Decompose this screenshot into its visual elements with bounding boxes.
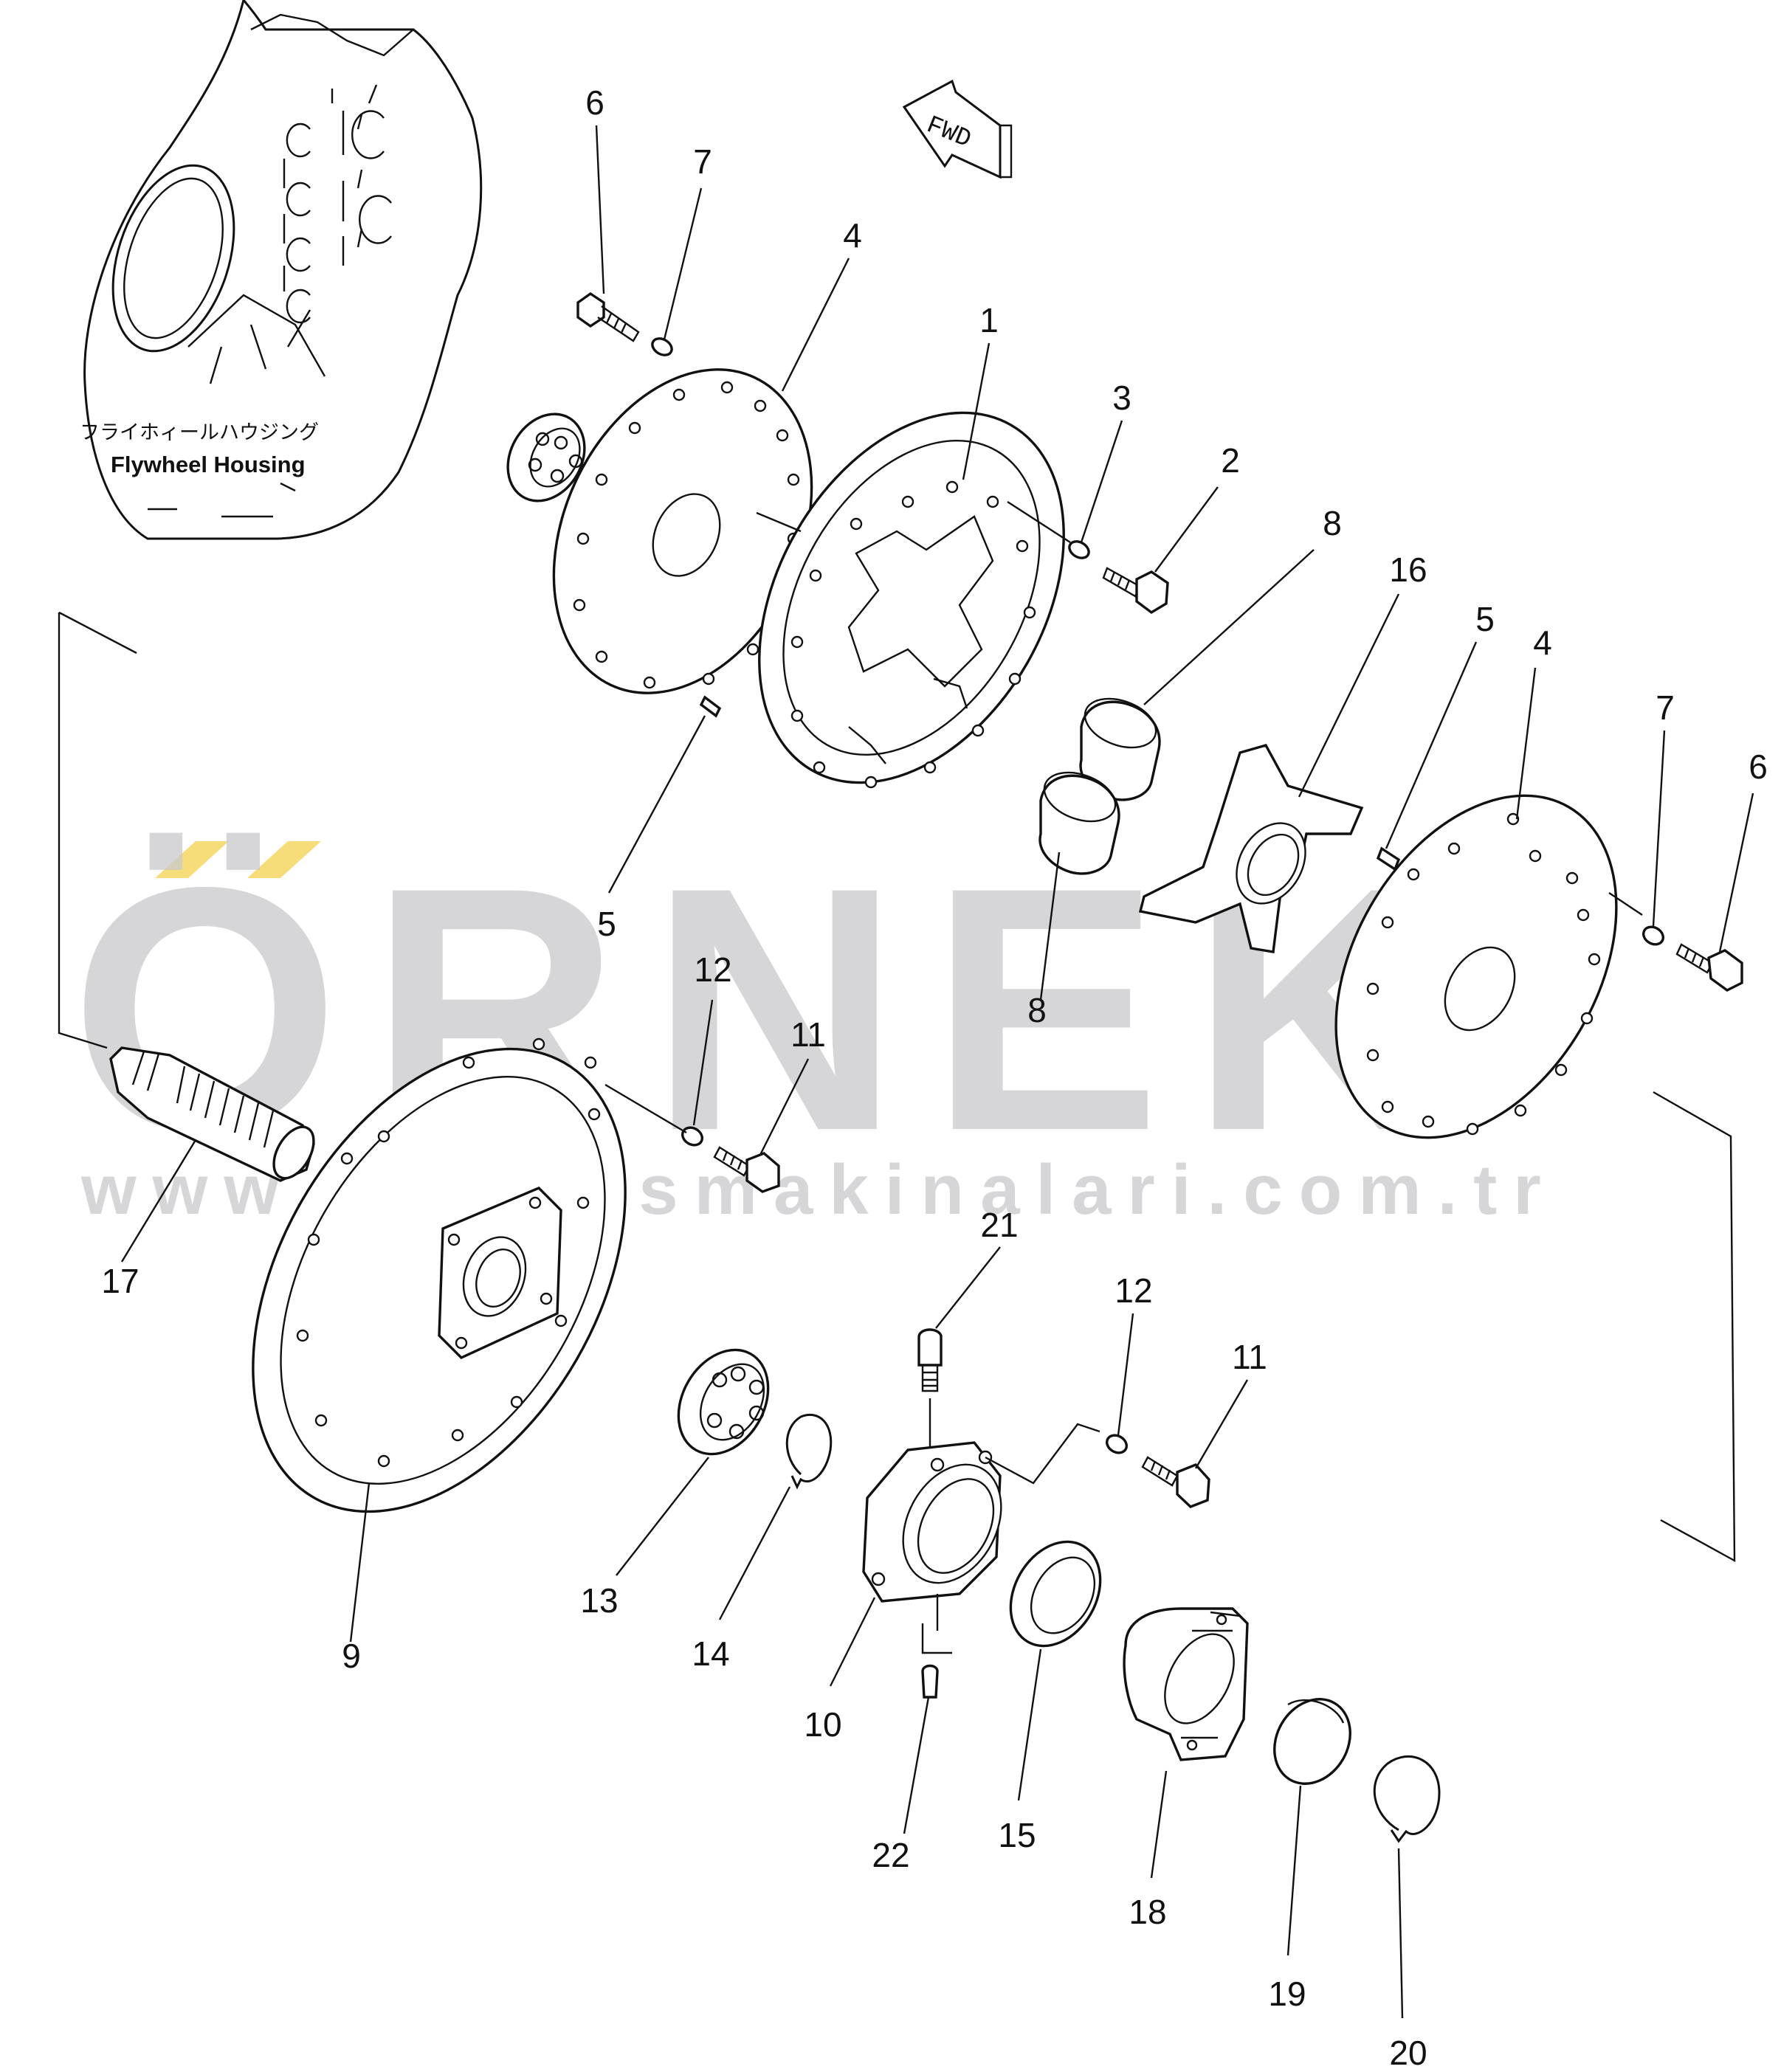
assembly-lines: [58, 500, 1736, 1563]
shaft-17: [109, 1046, 315, 1182]
cap-19: [1273, 1698, 1351, 1785]
callout-21: 21: [980, 1206, 1018, 1244]
callout-2: 2: [1221, 441, 1240, 480]
bearing-housing-10: [862, 1441, 1002, 1654]
callout-9: 9: [342, 1637, 361, 1675]
bearing-upper: [506, 412, 586, 503]
flywheel-plate-9: [252, 1037, 627, 1513]
callout-19: 19: [1268, 1975, 1306, 2013]
callout-12: 12: [694, 950, 731, 989]
washer-12-lower: [1105, 1434, 1129, 1454]
washer-3: [1068, 540, 1090, 559]
fwd-direction-marker: FWD: [902, 79, 1013, 179]
pin-5-left: [699, 695, 722, 718]
callout-3: 3: [1112, 379, 1131, 417]
cage-18: [1123, 1607, 1249, 1761]
callout-15: 15: [998, 1816, 1036, 1854]
bolt-11-lower: [1141, 1456, 1210, 1508]
callout-18: 18: [1129, 1893, 1166, 1931]
callout-6: 6: [585, 83, 604, 122]
callout-22: 22: [872, 1836, 909, 1874]
bolt-2: [1102, 567, 1169, 615]
watermark-accent-right: [247, 841, 321, 878]
callout-5: 5: [1475, 600, 1495, 638]
plate-4-right: [1334, 794, 1618, 1139]
housing-label-en: Flywheel Housing: [111, 452, 306, 477]
callout-7: 7: [1656, 688, 1675, 727]
callout-4: 4: [843, 216, 862, 255]
grease-fitting-22: [921, 1664, 939, 1699]
plate-4-upper: [552, 368, 813, 694]
flywheel-housing: フライホィールハウジング Flywheel Housing: [80, 0, 483, 540]
callout-13: 13: [580, 1581, 618, 1620]
seal-15: [1009, 1540, 1102, 1648]
snap-ring-14: [785, 1413, 833, 1490]
callout-8: 8: [1027, 991, 1047, 1029]
leader-lines: [120, 125, 1754, 2019]
fwd-text: FWD: [923, 111, 975, 154]
fitting-21: [917, 1328, 943, 1446]
watermark-accent-left: [155, 841, 229, 878]
callout-17: 17: [101, 1262, 139, 1300]
callout-1: 1: [979, 301, 999, 339]
callout-10: 10: [804, 1705, 841, 1744]
callout-12: 12: [1115, 1271, 1152, 1310]
bushing-8-lower: [1038, 771, 1120, 875]
bolt-11-upper: [713, 1146, 780, 1193]
callout-4: 4: [1533, 624, 1552, 662]
callout-20: 20: [1389, 2034, 1427, 2072]
housing-label-jp: フライホィールハウジング: [80, 421, 319, 444]
callout-14: 14: [692, 1634, 729, 1673]
bolt-6-upper: [576, 291, 640, 342]
washer-7-right: [1642, 925, 1665, 946]
snap-ring-20: [1373, 1755, 1441, 1843]
washer-7-upper: [651, 337, 673, 356]
callout-8: 8: [1323, 504, 1342, 542]
bolt-6-right: [1675, 943, 1743, 992]
callout-16: 16: [1389, 550, 1427, 589]
callout-11: 11: [1232, 1338, 1267, 1376]
callout-6: 6: [1749, 747, 1768, 786]
spider-16: [1138, 743, 1364, 953]
callout-labels: 6 7 4 1 3 2 8 16 5 4 7 6 5 8 12 11 17 21…: [101, 83, 1767, 2072]
bearing-13: [677, 1348, 770, 1456]
callout-5: 5: [597, 905, 616, 943]
callout-7: 7: [693, 142, 712, 181]
flange-1: [758, 411, 1065, 789]
callout-11: 11: [790, 1015, 826, 1054]
